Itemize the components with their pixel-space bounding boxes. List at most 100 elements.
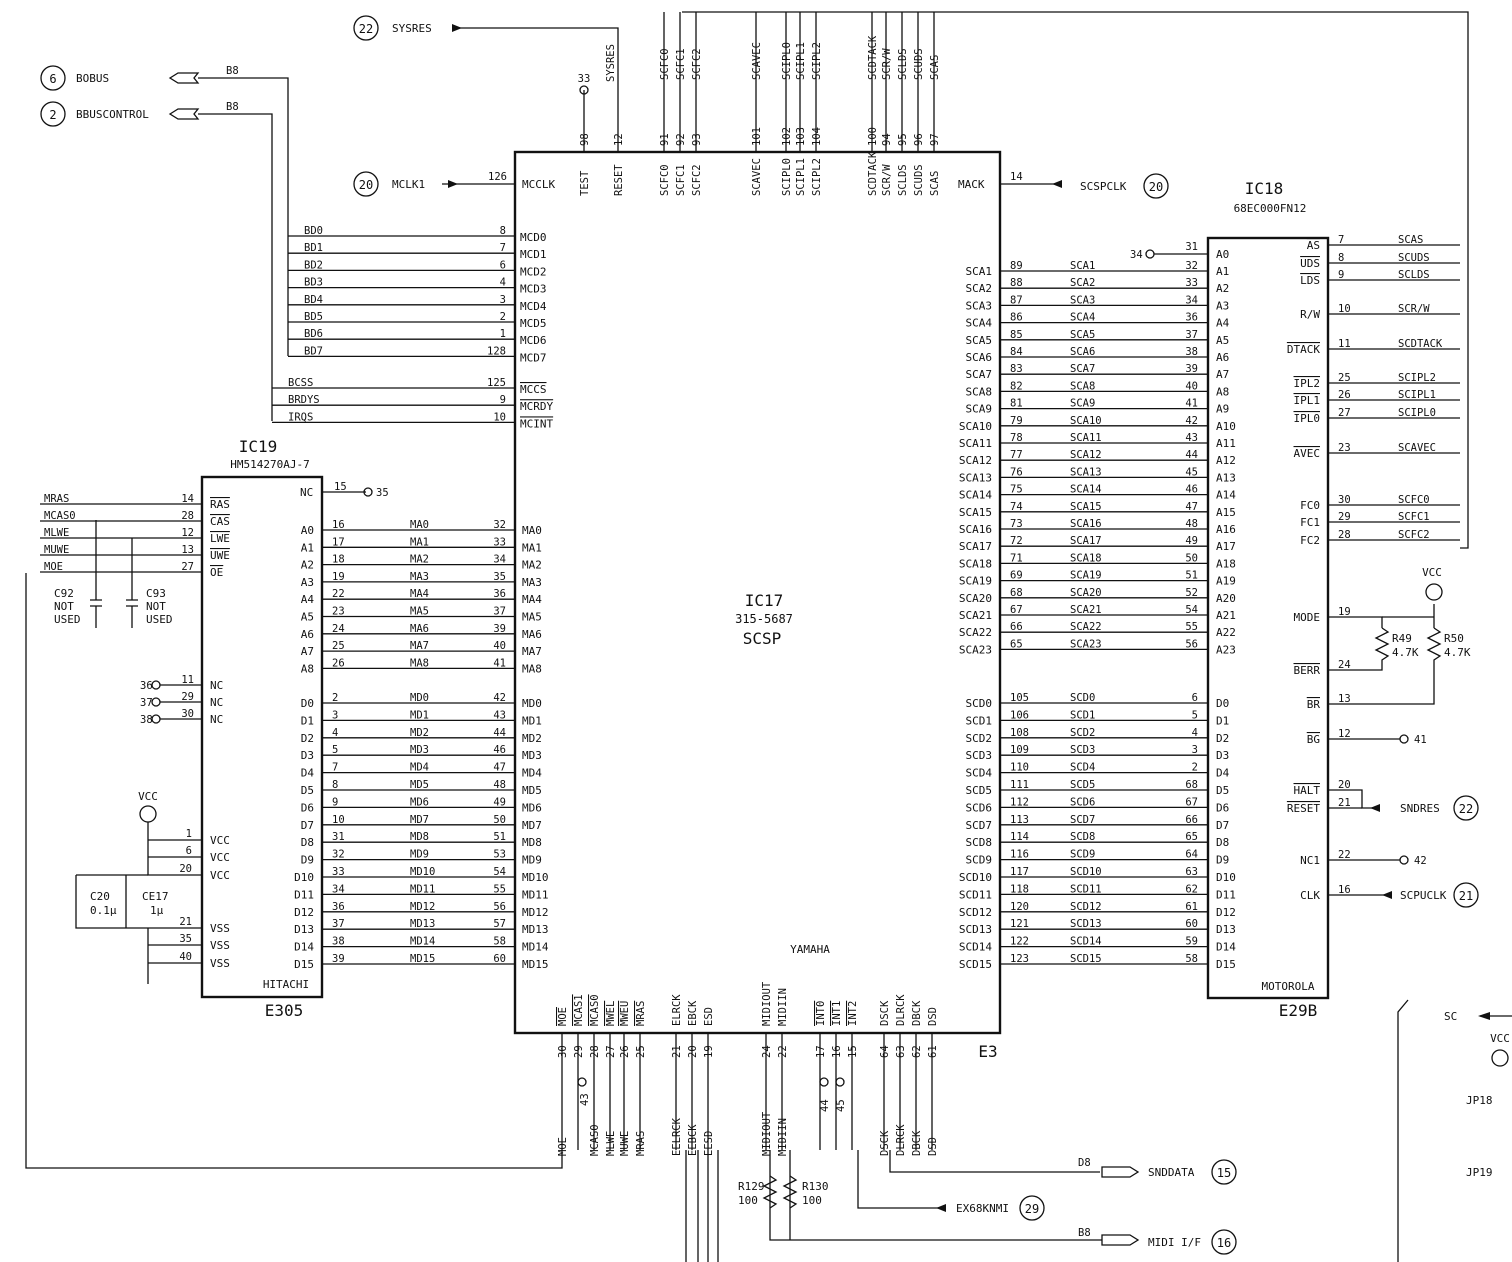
ic17-pin-56: 56 — [493, 901, 506, 913]
ic17-pin-123: 123 — [1010, 953, 1029, 965]
r129-val: 100 — [738, 1194, 758, 1207]
ic17-pin-47: 47 — [493, 762, 506, 774]
ic17-SCD4: SCD4 — [966, 767, 993, 780]
ic17-top-name-97: SCAS — [929, 171, 941, 196]
nc-sig-37: 37 — [140, 697, 153, 709]
net-MA1: MA1 — [410, 536, 429, 548]
ic17-top-pin-95: 95 — [897, 133, 909, 146]
ic17-SCA6: SCA6 — [966, 351, 993, 364]
net-SCA7: SCA7 — [1070, 363, 1095, 375]
net-SCAVEC: SCAVEC — [1398, 442, 1436, 454]
ic18-A10: A10 — [1216, 420, 1236, 433]
net-MA0: MA0 — [410, 519, 429, 531]
ic18-ref: IC18 — [1245, 179, 1284, 198]
ic17-top-sig-95: SCLDS — [897, 48, 909, 80]
ic17-MD15: MD15 — [522, 958, 549, 971]
snddata-ref-label: SNDDATA — [1148, 1166, 1195, 1179]
ic17-SCD11: SCD11 — [959, 888, 992, 901]
ic18-pin-44: 44 — [1185, 449, 1198, 461]
ic17-SCD2: SCD2 — [966, 732, 993, 745]
ic17-pin-58: 58 — [493, 936, 506, 948]
ic17-top-sig-101: SCAVEC — [751, 42, 763, 80]
ic19-pin-37: 37 — [332, 918, 345, 930]
net-SCA8: SCA8 — [1070, 380, 1095, 392]
bg-node — [1399, 734, 1409, 744]
ic18-D13: D13 — [1216, 923, 1236, 936]
ic18-pin-2: 2 — [1192, 762, 1198, 774]
net-MRAS: MRAS — [44, 493, 69, 505]
ic17-MD7: MD7 — [522, 819, 542, 832]
ic18-A5: A5 — [1216, 334, 1229, 347]
ic17-top-pin-96: 96 — [913, 133, 925, 146]
net-MD4: MD4 — [410, 762, 429, 774]
ic18-A15: A15 — [1216, 506, 1236, 519]
scspclk-pin: 14 — [1010, 171, 1023, 183]
net-SCA20: SCA20 — [1070, 587, 1102, 599]
ic19-pin-28: 28 — [181, 510, 194, 522]
ic18-A12: A12 — [1216, 454, 1236, 467]
ic17-MCD7: MCD7 — [520, 351, 547, 364]
ic17-bot-sig-27: MLWE — [605, 1131, 617, 1156]
ic18-pin-23: 23 — [1338, 442, 1351, 454]
ic18-maker: MOTOROLA — [1262, 980, 1315, 993]
bbuscontrol-connector — [168, 108, 200, 120]
ic17-top-pin-100: 100 — [867, 127, 879, 146]
ic18-pin-61: 61 — [1185, 901, 1198, 913]
bbuscontrol-bus-name: B8 — [226, 101, 239, 113]
ic19-vss-rail — [147, 927, 202, 984]
ic18-pin-39: 39 — [1185, 363, 1198, 375]
ic18-D3: D3 — [1216, 749, 1229, 762]
ic19-pin-15: 15 — [334, 481, 347, 493]
ic17-pin-8: 8 — [500, 225, 506, 237]
ic18-pin-10: 10 — [1338, 303, 1351, 315]
net-BD5: BD5 — [304, 311, 323, 323]
ic18-CLK: CLK — [1300, 889, 1320, 902]
ic18-pin-13: 13 — [1338, 693, 1351, 705]
int1-sig: 45 — [835, 1099, 847, 1112]
net-MD8: MD8 — [410, 831, 429, 843]
net-SCD3: SCD3 — [1070, 744, 1095, 756]
sndres-ref-circle — [1453, 795, 1479, 821]
ic19-UWE: UWE — [210, 549, 230, 562]
ic18-pin-24: 24 — [1338, 659, 1351, 671]
ic19-pin-29: 29 — [181, 691, 194, 703]
ic17-SCA15: SCA15 — [959, 506, 992, 519]
ic18-pin-42: 42 — [1185, 415, 1198, 427]
net-MD9: MD9 — [410, 849, 429, 861]
net-SCD2: SCD2 — [1070, 727, 1095, 739]
net-BD2: BD2 — [304, 259, 323, 271]
ic17-SCA3: SCA3 — [966, 299, 993, 312]
ic19-pwr-VSS: VSS — [210, 939, 230, 952]
ic17-bot-name-63: DLRCK — [895, 994, 907, 1026]
ic18-AVEC: AVEC — [1294, 447, 1321, 460]
net-MD10: MD10 — [410, 866, 435, 878]
ic17-bot-sig-20: EEBCK — [687, 1124, 699, 1156]
jp18-label: JP18 — [1466, 1094, 1493, 1107]
ic17-pin-87: 87 — [1010, 294, 1023, 306]
ic17-bot-name-64: DSCK — [879, 1000, 891, 1026]
r49-zigzag — [1328, 627, 1390, 671]
ic18-A2: A2 — [1216, 282, 1229, 295]
ic18-pin-29: 29 — [1338, 511, 1351, 523]
ic17-MD9: MD9 — [522, 854, 542, 867]
ic18-D5: D5 — [1216, 784, 1229, 797]
ic18-pin-9: 9 — [1338, 269, 1344, 281]
ic19-D3: D3 — [301, 749, 314, 762]
bbuscontrol-bus-line — [198, 113, 273, 421]
snddata-connector — [1101, 1166, 1140, 1178]
ic17-top-sig-91: SCFC0 — [659, 48, 671, 80]
ic17-top-name-100: SCDTACK — [867, 151, 879, 196]
ic17-top-name-103: SCIPL1 — [795, 158, 807, 196]
ic19-body — [200, 475, 324, 999]
ic17-loc: E3 — [978, 1042, 997, 1061]
ic17-top-pin-104: 104 — [811, 127, 823, 146]
ic19-D5: D5 — [301, 784, 314, 797]
ic17-pin-32: 32 — [493, 519, 506, 531]
scfc-bus-line — [682, 11, 1469, 549]
nc-sig-38: 38 — [140, 714, 153, 726]
ic17-MD8: MD8 — [522, 836, 542, 849]
ic18-D15: D15 — [1216, 958, 1236, 971]
ic18-body — [1206, 236, 1330, 1000]
ic18-A18: A18 — [1216, 557, 1236, 570]
int0-sig: 44 — [819, 1099, 831, 1112]
